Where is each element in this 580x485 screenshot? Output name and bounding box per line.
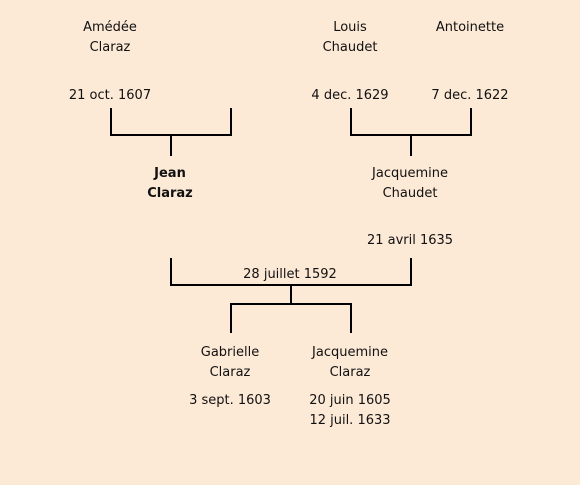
first-name: Jean: [154, 166, 186, 181]
person-jacquemine-chaudet-name: Jacquemine Chaudet: [340, 164, 480, 204]
person-jacquemine-claraz-name: Jacquemine Claraz: [280, 343, 420, 383]
connector-line: [410, 134, 412, 156]
first-name: Antoinette: [435, 20, 505, 35]
connector-line: [350, 108, 352, 136]
person-antoinette-name: Antoinette: [400, 18, 540, 38]
first-name: Amédée: [83, 20, 137, 35]
connector-line: [230, 303, 232, 333]
person-antoinette-date: 7 dec. 1622: [431, 88, 509, 103]
last-name: Claraz: [209, 365, 251, 380]
death-date: 12 juil. 1633: [309, 413, 391, 428]
person-gabrielle-claraz-date: 3 sept. 1603: [189, 393, 271, 408]
person-louis-chaudet-date: 4 dec. 1629: [311, 88, 389, 103]
connector-line: [410, 258, 412, 286]
last-name: Chaudet: [322, 40, 378, 55]
person-amedee-claraz-name: Amédée Claraz: [40, 18, 180, 58]
person-jacquemine-chaudet-date: 21 avril 1635: [366, 233, 454, 248]
first-name: Gabrielle: [200, 345, 260, 360]
connector-line: [110, 108, 112, 136]
last-name: Claraz: [147, 186, 193, 201]
last-name: Claraz: [89, 40, 131, 55]
connector-line: [170, 258, 172, 286]
connector-line: [350, 303, 352, 333]
person-jacquemine-claraz-dates: 20 juin 1605 12 juil. 1633: [280, 391, 420, 431]
connector-line: [170, 134, 172, 156]
person-jean-claraz-name: Jean Claraz: [100, 164, 240, 204]
connector-line: [230, 108, 232, 136]
person-louis-chaudet-name: Louis Chaudet: [280, 18, 420, 58]
last-name: Claraz: [329, 365, 371, 380]
birth-date: 20 juin 1605: [309, 393, 391, 408]
first-name: Jacquemine: [312, 345, 388, 360]
person-amedee-claraz-date: 21 oct. 1607: [68, 88, 152, 103]
marriage-date: 28 juillet 1592: [243, 267, 337, 282]
person-gabrielle-claraz-name: Gabrielle Claraz: [160, 343, 300, 383]
first-name: Jacquemine: [372, 166, 448, 181]
connector-line: [230, 303, 352, 305]
first-name: Louis: [333, 20, 367, 35]
connector-line: [470, 108, 472, 136]
connector-line: [290, 284, 292, 304]
last-name: Chaudet: [382, 186, 438, 201]
